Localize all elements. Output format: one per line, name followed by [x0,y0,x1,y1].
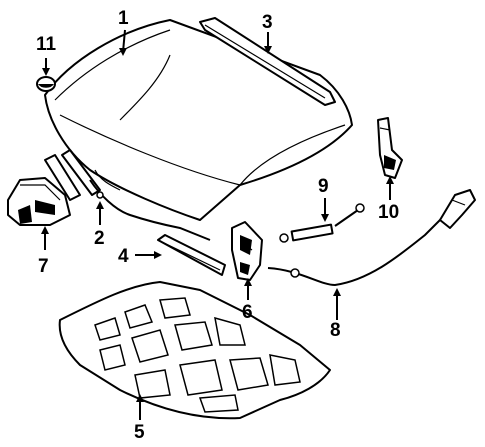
hood-bumper-stop[interactable] [36,76,56,92]
callout-10: 10 [378,202,399,223]
callout-5: 5 [134,422,145,443]
callout-11: 11 [36,34,57,55]
callout-6: 6 [242,302,253,323]
hood-insulator-pad[interactable] [58,281,331,420]
hood-seal-strip[interactable] [157,234,226,276]
hood-support-strut[interactable] [279,203,365,243]
callout-9: 9 [318,176,329,197]
callout-4: 4 [118,246,129,267]
hood-hinge[interactable] [377,117,403,179]
callout-7: 7 [38,256,49,277]
hood-weatherstrip[interactable] [199,17,336,106]
hood-front-seal[interactable] [44,149,211,241]
callout-8: 8 [330,320,341,341]
hood-latch-bracket[interactable] [7,177,71,226]
callout-1: 1 [118,8,129,29]
hood-release-cable[interactable] [267,189,476,287]
hood-latch[interactable] [231,221,263,281]
leader-lines [41,29,394,420]
callout-2: 2 [94,228,105,249]
callout-3: 3 [262,12,273,33]
